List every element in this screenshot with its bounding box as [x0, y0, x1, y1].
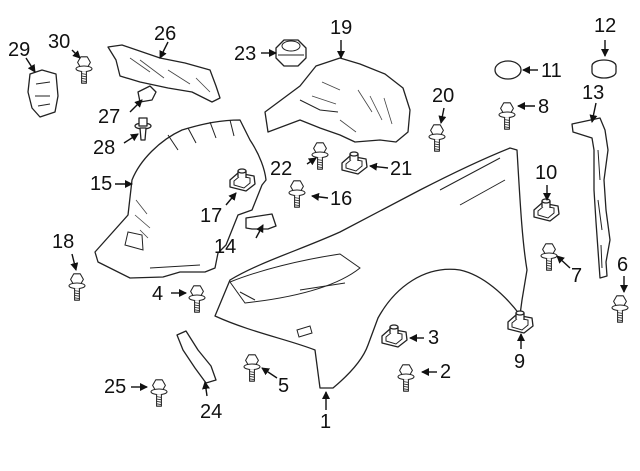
- side-bracket-part: [27, 69, 59, 118]
- callout-9: 9: [514, 351, 526, 373]
- lower-strip-part: [176, 330, 217, 384]
- callout-23: 23: [234, 43, 257, 65]
- callout-17: 17: [200, 205, 223, 227]
- rear-liner-part: [264, 57, 411, 143]
- callout-7: 7: [571, 265, 583, 287]
- plug-part: [494, 60, 522, 80]
- callout-12: 12: [594, 15, 617, 37]
- bolt-7-part: [540, 243, 558, 271]
- callout-20: 20: [432, 85, 455, 107]
- callout-5: 5: [278, 375, 290, 397]
- callout-11: 11: [541, 60, 562, 82]
- callout-16: 16: [330, 188, 353, 210]
- bolt-4-part: [188, 285, 206, 313]
- callout-13: 13: [582, 82, 605, 104]
- bolt-8-part: [498, 102, 516, 130]
- clipnut-21-part: [341, 151, 368, 175]
- callout-28: 28: [93, 137, 116, 159]
- bolt-16-part: [288, 180, 306, 208]
- bolt-2-part: [397, 364, 415, 392]
- callout-15: 15: [90, 173, 113, 195]
- callout-6: 6: [617, 254, 629, 276]
- callout-10: 10: [535, 162, 558, 184]
- fender-liner-part: [94, 119, 267, 279]
- pin-28-part: [134, 117, 152, 141]
- callout-27: 27: [98, 106, 121, 128]
- seal-strip-part: [571, 117, 611, 279]
- callout-19: 19: [330, 17, 353, 39]
- callout-29: 29: [8, 39, 31, 61]
- callout-2: 2: [440, 361, 452, 383]
- bolt-30-part: [75, 56, 93, 84]
- bolt-25-part: [150, 379, 168, 407]
- cap-part: [591, 59, 617, 79]
- fender-part: [214, 147, 528, 389]
- bracket-part: [107, 44, 221, 103]
- leader-lines: [25, 40, 628, 410]
- callout-22: 22: [270, 158, 293, 180]
- bolt-5-part: [243, 354, 261, 382]
- callout-25: 25: [104, 376, 127, 398]
- bolt-20-part: [428, 124, 446, 152]
- clipnut-10-part: [533, 198, 560, 222]
- callout-30: 30: [48, 31, 71, 53]
- callout-21: 21: [390, 158, 413, 180]
- nut-part: [275, 39, 307, 67]
- callout-24: 24: [200, 401, 223, 423]
- callout-1: 1: [320, 411, 332, 433]
- callout-18: 18: [52, 231, 75, 253]
- bolt-22-part: [311, 142, 329, 170]
- callout-3: 3: [428, 327, 440, 349]
- callout-26: 26: [154, 23, 177, 45]
- clipnut-3-part: [381, 324, 408, 348]
- callout-8: 8: [538, 96, 550, 118]
- callout-4: 4: [152, 283, 164, 305]
- clip-27-part: [137, 85, 157, 103]
- bolt-18-part: [68, 273, 86, 301]
- callout-14: 14: [214, 236, 237, 258]
- bolt-6-part: [611, 295, 629, 323]
- clipnut-9-part: [507, 310, 534, 334]
- plate-part: [245, 213, 277, 230]
